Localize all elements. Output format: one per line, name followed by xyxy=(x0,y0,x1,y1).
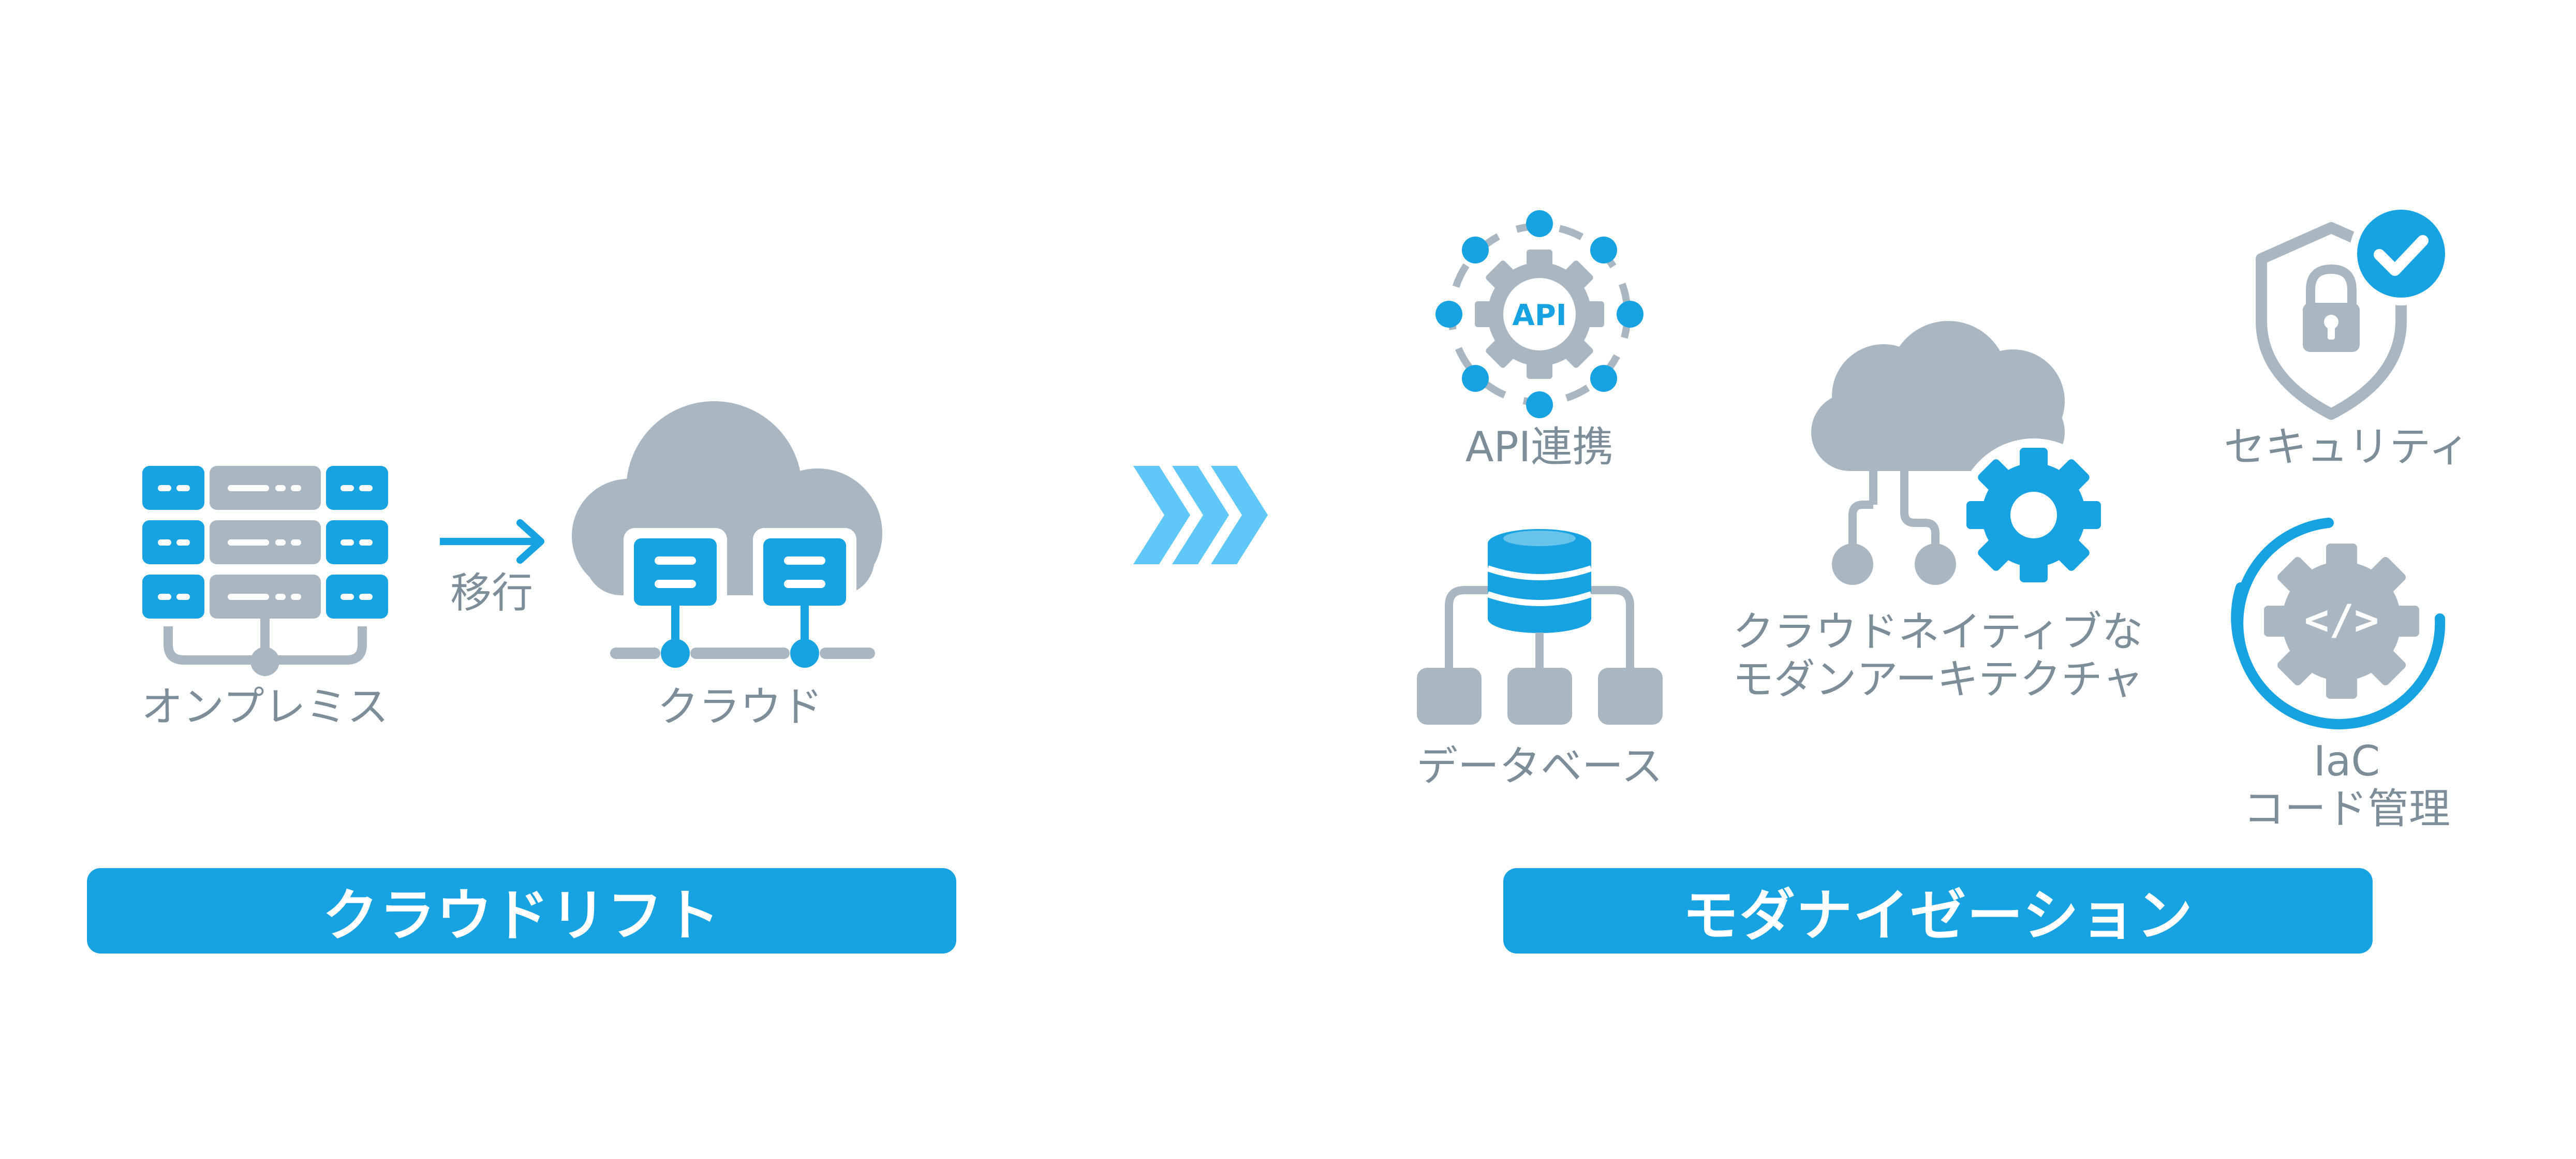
cloud-label: クラウド xyxy=(657,683,823,731)
cloud-lift-banner: クラウドリフト xyxy=(87,868,956,953)
api-label: API連携 xyxy=(1465,423,1614,471)
database-label: データベース xyxy=(1416,742,1663,790)
cloud-server-icon xyxy=(572,401,882,668)
cloud-native-label: クラウドネイティブな モダンアーキテクチャ xyxy=(1733,608,2143,703)
cloud-native-line1: クラウドネイティブな xyxy=(1733,608,2143,656)
code-glyph: </> xyxy=(2304,596,2379,644)
api-badge-text: API xyxy=(1512,299,1566,332)
arrow-right-icon xyxy=(440,519,544,564)
iac-line2: コード管理 xyxy=(2243,785,2450,833)
cloud-native-line2: モダンアーキテクチャ xyxy=(1732,655,2144,703)
database-network-icon xyxy=(1417,529,1663,725)
migrate-label: 移行 xyxy=(450,569,533,617)
modernization-banner: モダナイゼーション xyxy=(1503,868,2373,953)
triple-chevron-icon xyxy=(1133,466,1268,564)
server-rack-icon xyxy=(142,466,388,676)
cloud-gear-icon xyxy=(1811,321,2110,592)
iac-label: IaC コード管理 xyxy=(2243,738,2450,833)
iac-line1: IaC xyxy=(2313,737,2380,785)
shield-lock-check-icon xyxy=(2256,202,2453,420)
code-gear-icon: </> xyxy=(2231,518,2446,729)
security-label: セキュリティ xyxy=(2224,423,2470,471)
onprem-label: オンプレミス xyxy=(141,683,389,731)
api-gear-icon: API xyxy=(1435,210,1644,418)
